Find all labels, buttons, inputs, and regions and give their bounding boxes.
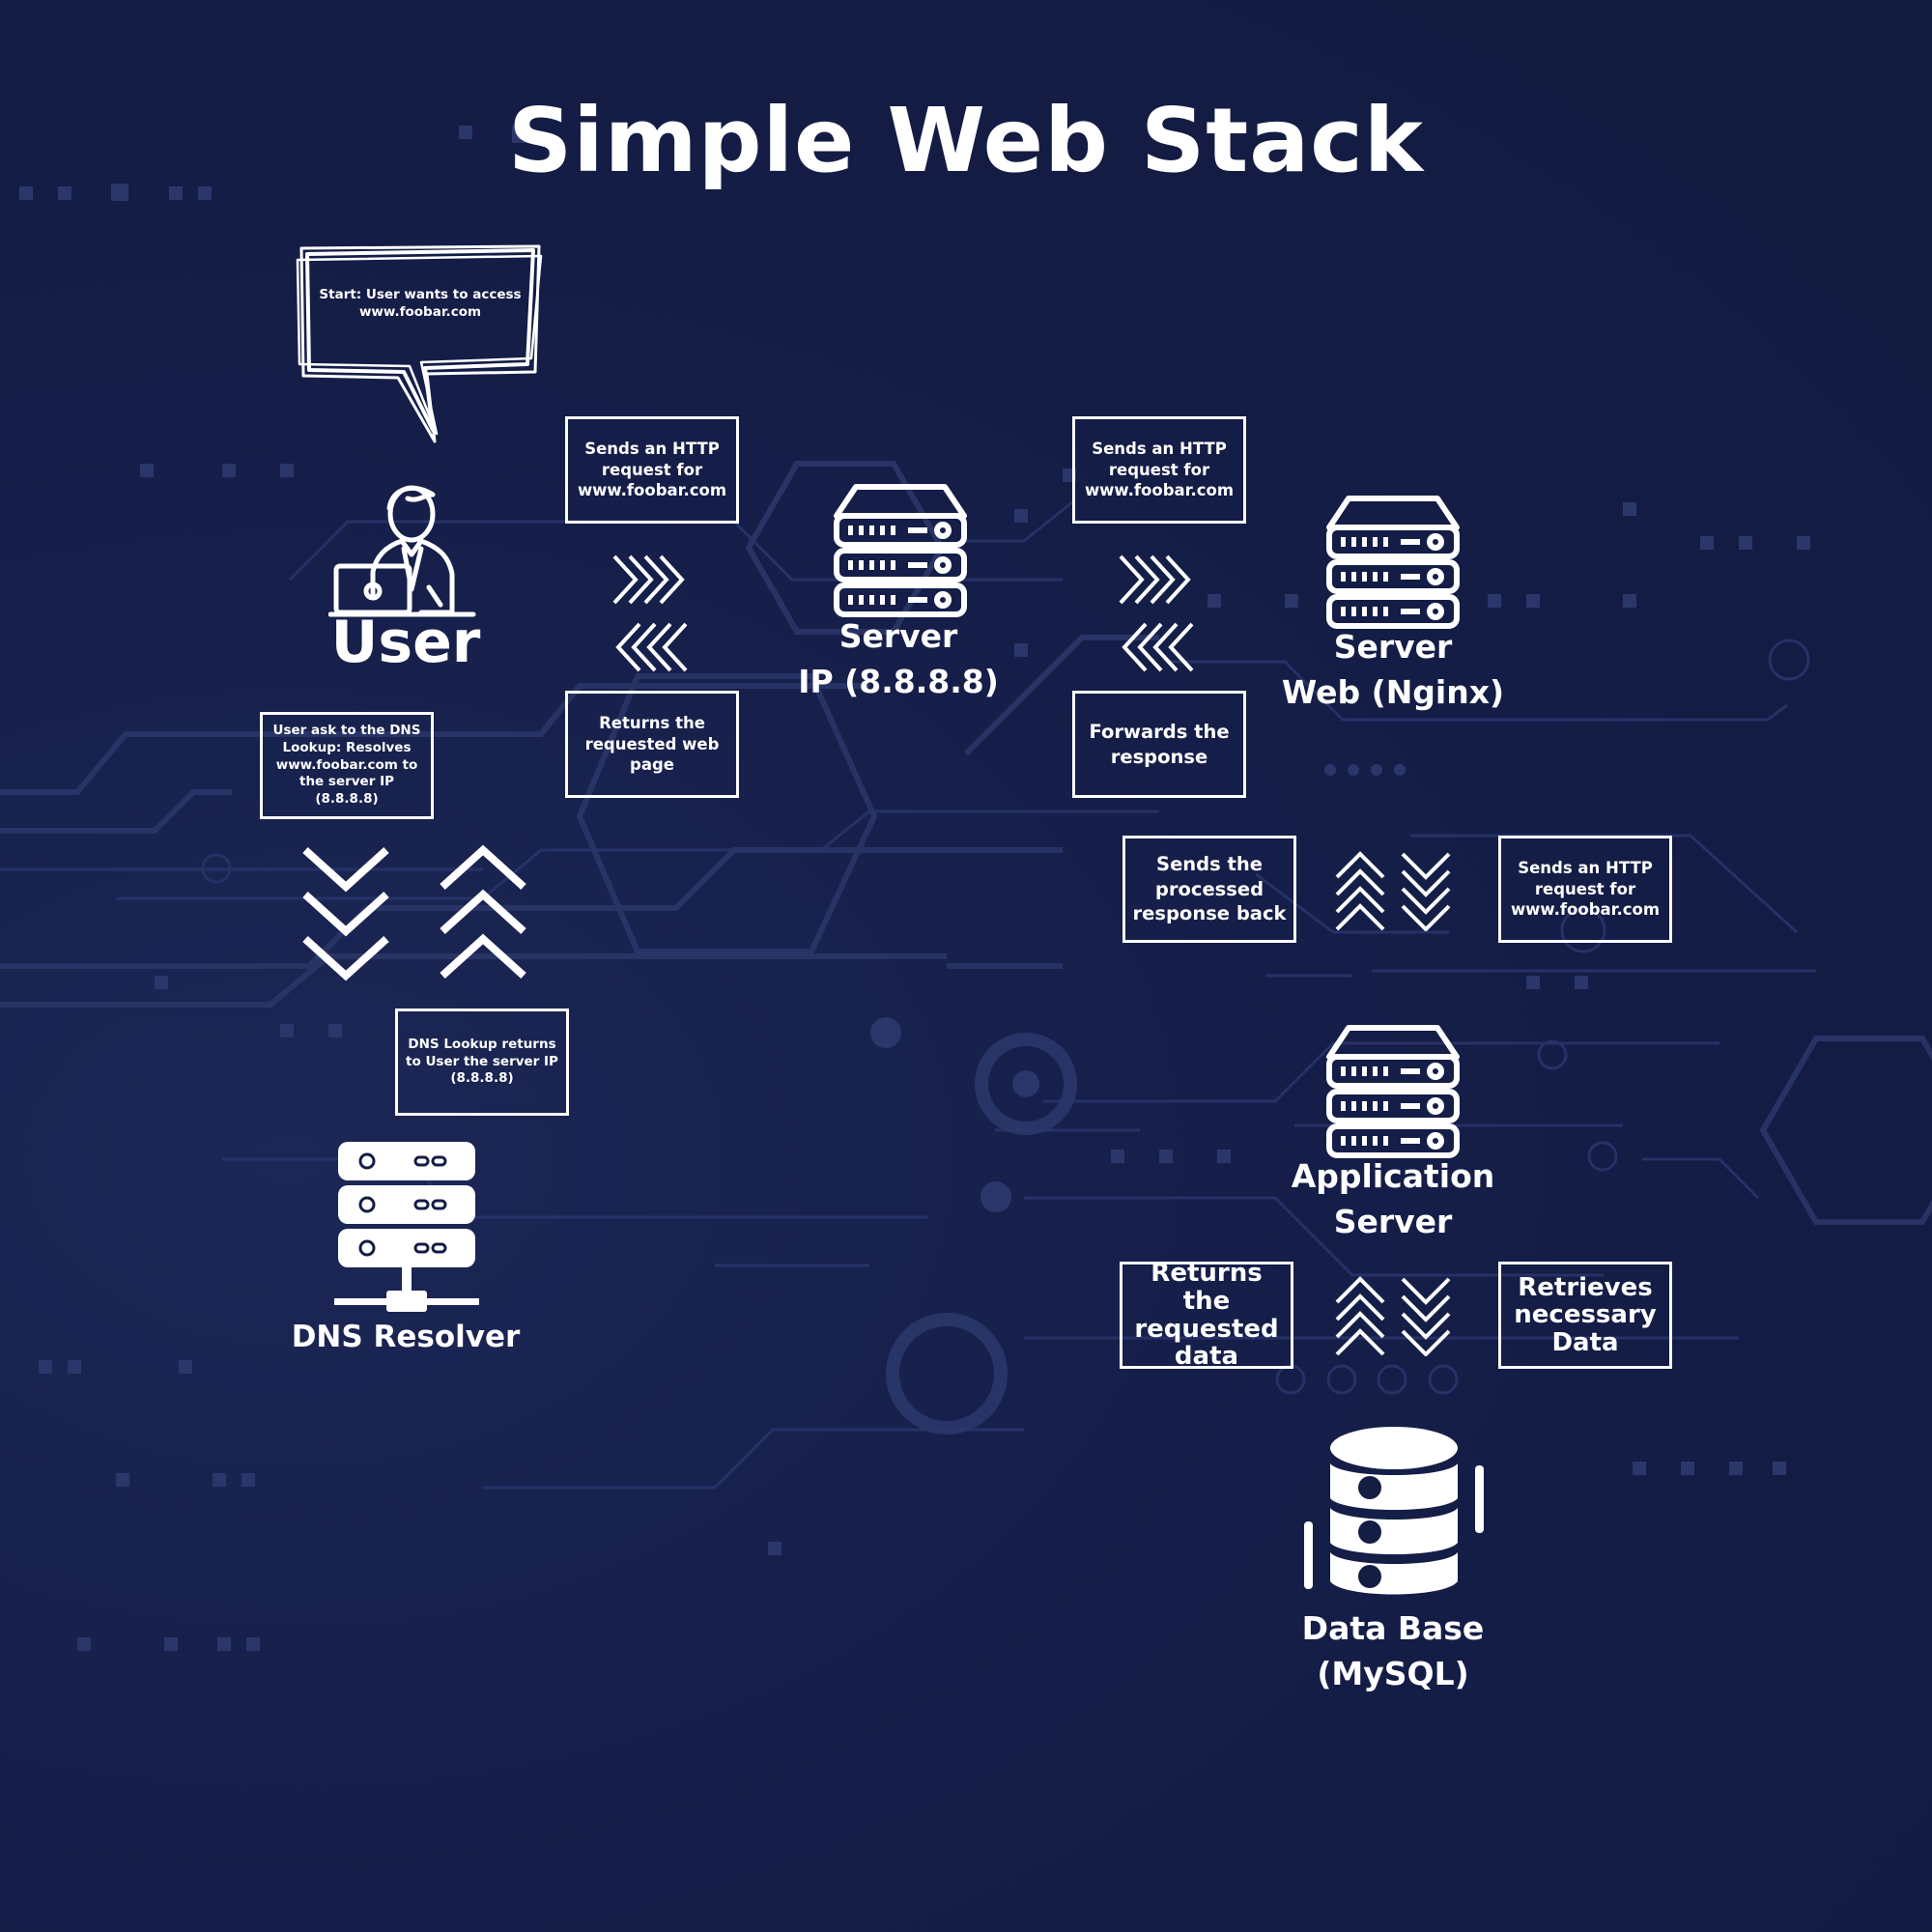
chevrons-left-icon bbox=[1122, 622, 1194, 672]
dns-server-icon bbox=[334, 1142, 479, 1312]
server-ip-line2: IP (8.8.8.8) bbox=[798, 662, 999, 700]
box-dns-ask: User ask to the DNS Lookup: Resolves www… bbox=[260, 712, 434, 819]
database-icon bbox=[1304, 1427, 1484, 1595]
server-rack-icon bbox=[834, 484, 967, 617]
chevrons-right-icon bbox=[612, 554, 685, 605]
box-app-sends-back: Sends the processed response back bbox=[1122, 836, 1296, 943]
chevrons-up-icon bbox=[1335, 1276, 1385, 1356]
speech-bubble-icon bbox=[296, 244, 543, 443]
box-user-to-server-request: Sends an HTTP request for www.foobar.com bbox=[565, 416, 739, 524]
chevrons-up-icon bbox=[440, 844, 526, 979]
page-title: Simple Web Stack bbox=[508, 89, 1424, 192]
node-dns-label: DNS Resolver bbox=[291, 1320, 521, 1354]
chevrons-left-icon bbox=[615, 622, 688, 672]
database-line1: Data Base bbox=[1301, 1609, 1485, 1647]
box-web-forwards: Forwards the response bbox=[1072, 691, 1246, 798]
node-user-label: User bbox=[330, 609, 481, 676]
node-app-server-label: Application Server bbox=[1267, 1154, 1519, 1245]
node-web-server-label: Server Web (Nginx) bbox=[1267, 625, 1519, 716]
app-server-line2: Server bbox=[1333, 1202, 1453, 1240]
chevrons-right-icon bbox=[1119, 554, 1191, 605]
server-ip-line1: Server bbox=[838, 617, 958, 655]
app-server-line1: Application bbox=[1291, 1157, 1495, 1195]
database-line2: (MySQL) bbox=[1317, 1654, 1469, 1692]
server-rack-icon bbox=[1326, 496, 1460, 629]
box-db-returns: Returns the requested data bbox=[1120, 1260, 1293, 1370]
node-database-label: Data Base (MySQL) bbox=[1267, 1606, 1519, 1697]
chevrons-down-icon bbox=[302, 847, 389, 981]
box-dns-return: DNS Lookup returns to User the server IP… bbox=[395, 1009, 569, 1116]
chevrons-down-icon bbox=[1401, 1277, 1451, 1356]
box-web-to-app-request: Sends an HTTP request for www.foobar.com bbox=[1498, 836, 1672, 943]
chevrons-down-icon bbox=[1401, 852, 1451, 931]
box-server-to-user-returns: Returns the requested web page bbox=[565, 691, 739, 798]
server-rack-icon bbox=[1326, 1025, 1460, 1158]
web-server-line2: Web (Nginx) bbox=[1281, 672, 1505, 711]
node-server-ip-label: Server IP (8.8.8.8) bbox=[773, 614, 1024, 705]
chevrons-up-icon bbox=[1335, 851, 1385, 931]
bubble-text: Start: User wants to access www.foobar.c… bbox=[319, 287, 522, 321]
web-server-line1: Server bbox=[1333, 628, 1453, 666]
box-server-to-web-request: Sends an HTTP request for www.foobar.com bbox=[1072, 416, 1246, 524]
user-laptop-icon bbox=[328, 485, 476, 617]
box-app-retrieves: Retrieves necessary Data bbox=[1498, 1262, 1672, 1369]
